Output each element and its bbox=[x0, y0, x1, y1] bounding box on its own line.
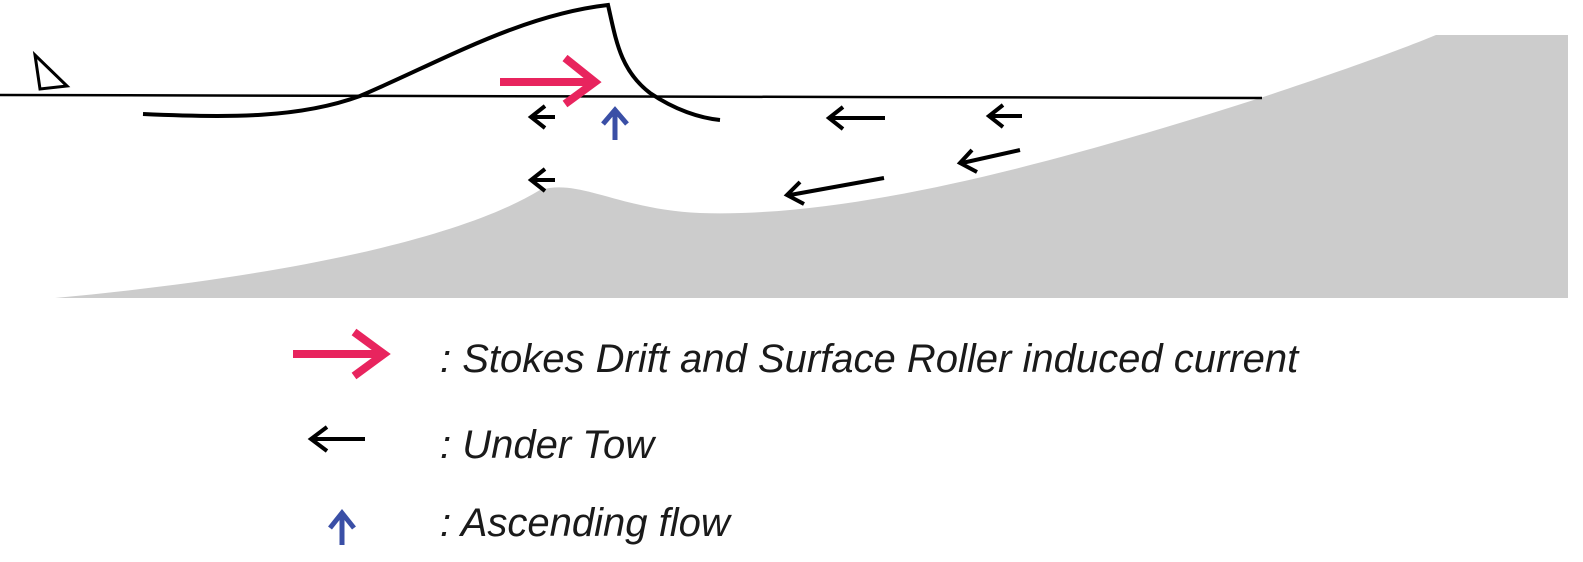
stokes-drift-arrow bbox=[500, 54, 602, 108]
pink-right-arrow-icon bbox=[293, 328, 391, 380]
blue-up-arrow-icon bbox=[328, 508, 356, 545]
undertow-arrow bbox=[783, 176, 885, 206]
ascending-flow-legend-label: : Ascending flow bbox=[440, 501, 733, 545]
undertow-arrow bbox=[825, 105, 885, 131]
undertow-arrow bbox=[985, 103, 1022, 129]
legend: : Stokes Drift and Surface Roller induce… bbox=[293, 328, 1300, 545]
ascending-flow-arrow bbox=[601, 106, 629, 140]
water-level-triangle-icon bbox=[32, 50, 71, 91]
black-left-arrow-icon bbox=[307, 425, 365, 453]
breaking-wave-profile bbox=[142, 2, 721, 122]
undertow-legend-label: : Under Tow bbox=[440, 423, 657, 467]
undertow-arrow bbox=[527, 167, 555, 193]
undertow-arrow bbox=[956, 148, 1021, 174]
undertow-arrow bbox=[527, 104, 555, 130]
stokes-drift-legend-label: : Stokes Drift and Surface Roller induce… bbox=[440, 337, 1300, 381]
still-water-line bbox=[0, 93, 1263, 100]
seabed-profile bbox=[55, 35, 1568, 298]
